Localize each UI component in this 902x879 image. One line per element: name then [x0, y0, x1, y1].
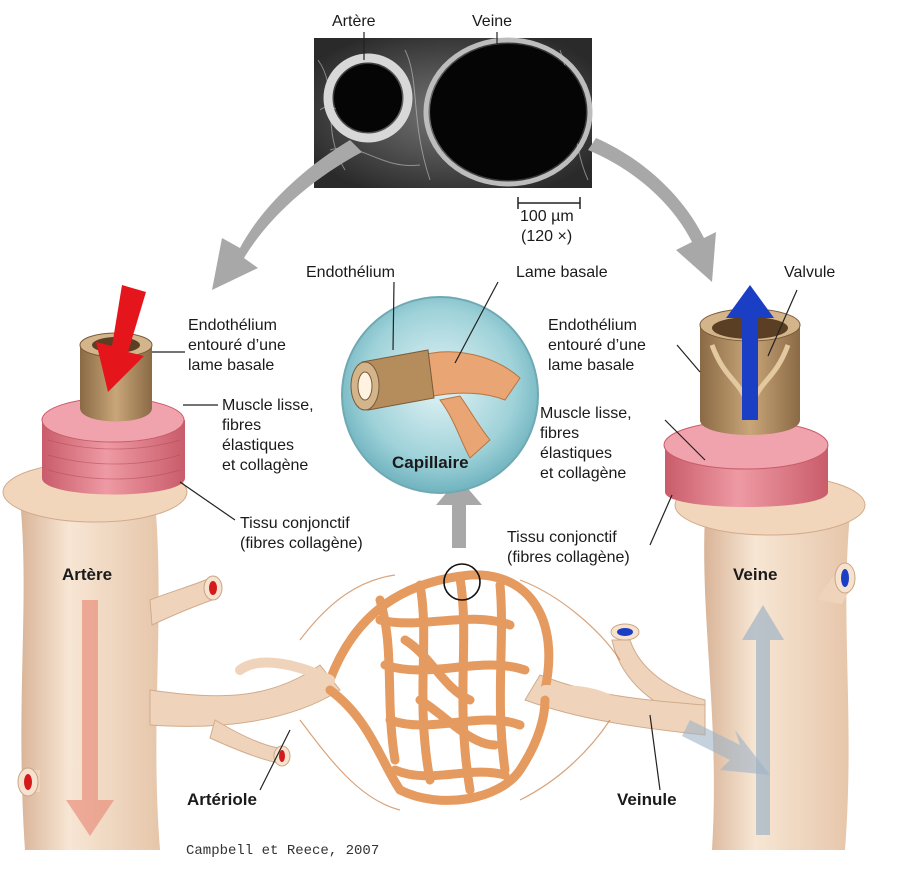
- arrow-to-vein: [588, 138, 716, 282]
- credit: Campbell et Reece, 2007: [186, 843, 380, 859]
- artery-flow-arrow: [66, 600, 114, 836]
- capillary-title: Capillaire: [392, 453, 469, 472]
- micrograph: [314, 32, 593, 209]
- artery-structure: [2, 285, 341, 850]
- vein-endothelium-label: Endothélium entouré d’une lame basale: [548, 317, 646, 374]
- micrograph-vein-lumen: [430, 44, 586, 180]
- capillary-endothelium-label: Endothélium: [306, 264, 395, 281]
- capillary-inset: [341, 281, 539, 494]
- vein-muscle-label: Muscle lisse, fibres élastiques et colla…: [540, 405, 632, 482]
- micrograph-vein-wall: [423, 37, 593, 187]
- micrograph-artery-label: Artère: [332, 13, 376, 30]
- magnification: (120 ×): [521, 228, 573, 245]
- micrograph-artery-lumen: [334, 64, 402, 132]
- grey-arrows: [212, 138, 716, 548]
- micrograph-artery-wall: [323, 53, 413, 143]
- vein-title: Veine: [733, 565, 778, 584]
- artery-endothelium-label: Endothélium entouré d’une lame basale: [188, 317, 286, 374]
- vein-blue-arrow: [726, 285, 774, 420]
- scale-value: 100 µm: [520, 208, 574, 225]
- capillary-focus-circle: [443, 563, 481, 601]
- arrow-to-capillary: [436, 478, 482, 548]
- vein-connective-label: Tissu conjonctif (fibres collagène): [507, 529, 630, 566]
- vein-flow-arrow: [742, 605, 784, 835]
- artery-connective-label: Tissu conjonctif (fibres collagène): [240, 515, 363, 552]
- venule-label: Veinule: [617, 790, 677, 809]
- artery-red-arrow: [96, 285, 146, 392]
- valve-label: Valvule: [784, 264, 836, 281]
- micrograph-vein-label: Veine: [472, 13, 513, 30]
- capillary-basal-lamina-label: Lame basale: [516, 264, 608, 281]
- arteriole-label: Artériole: [187, 790, 257, 809]
- leader-lines: [152, 289, 798, 791]
- arrow-to-artery: [212, 140, 362, 290]
- artery-title: Artère: [62, 565, 113, 584]
- artery-muscle-label: Muscle lisse, fibres élastiques et colla…: [222, 397, 314, 474]
- vein-structure: [524, 285, 866, 850]
